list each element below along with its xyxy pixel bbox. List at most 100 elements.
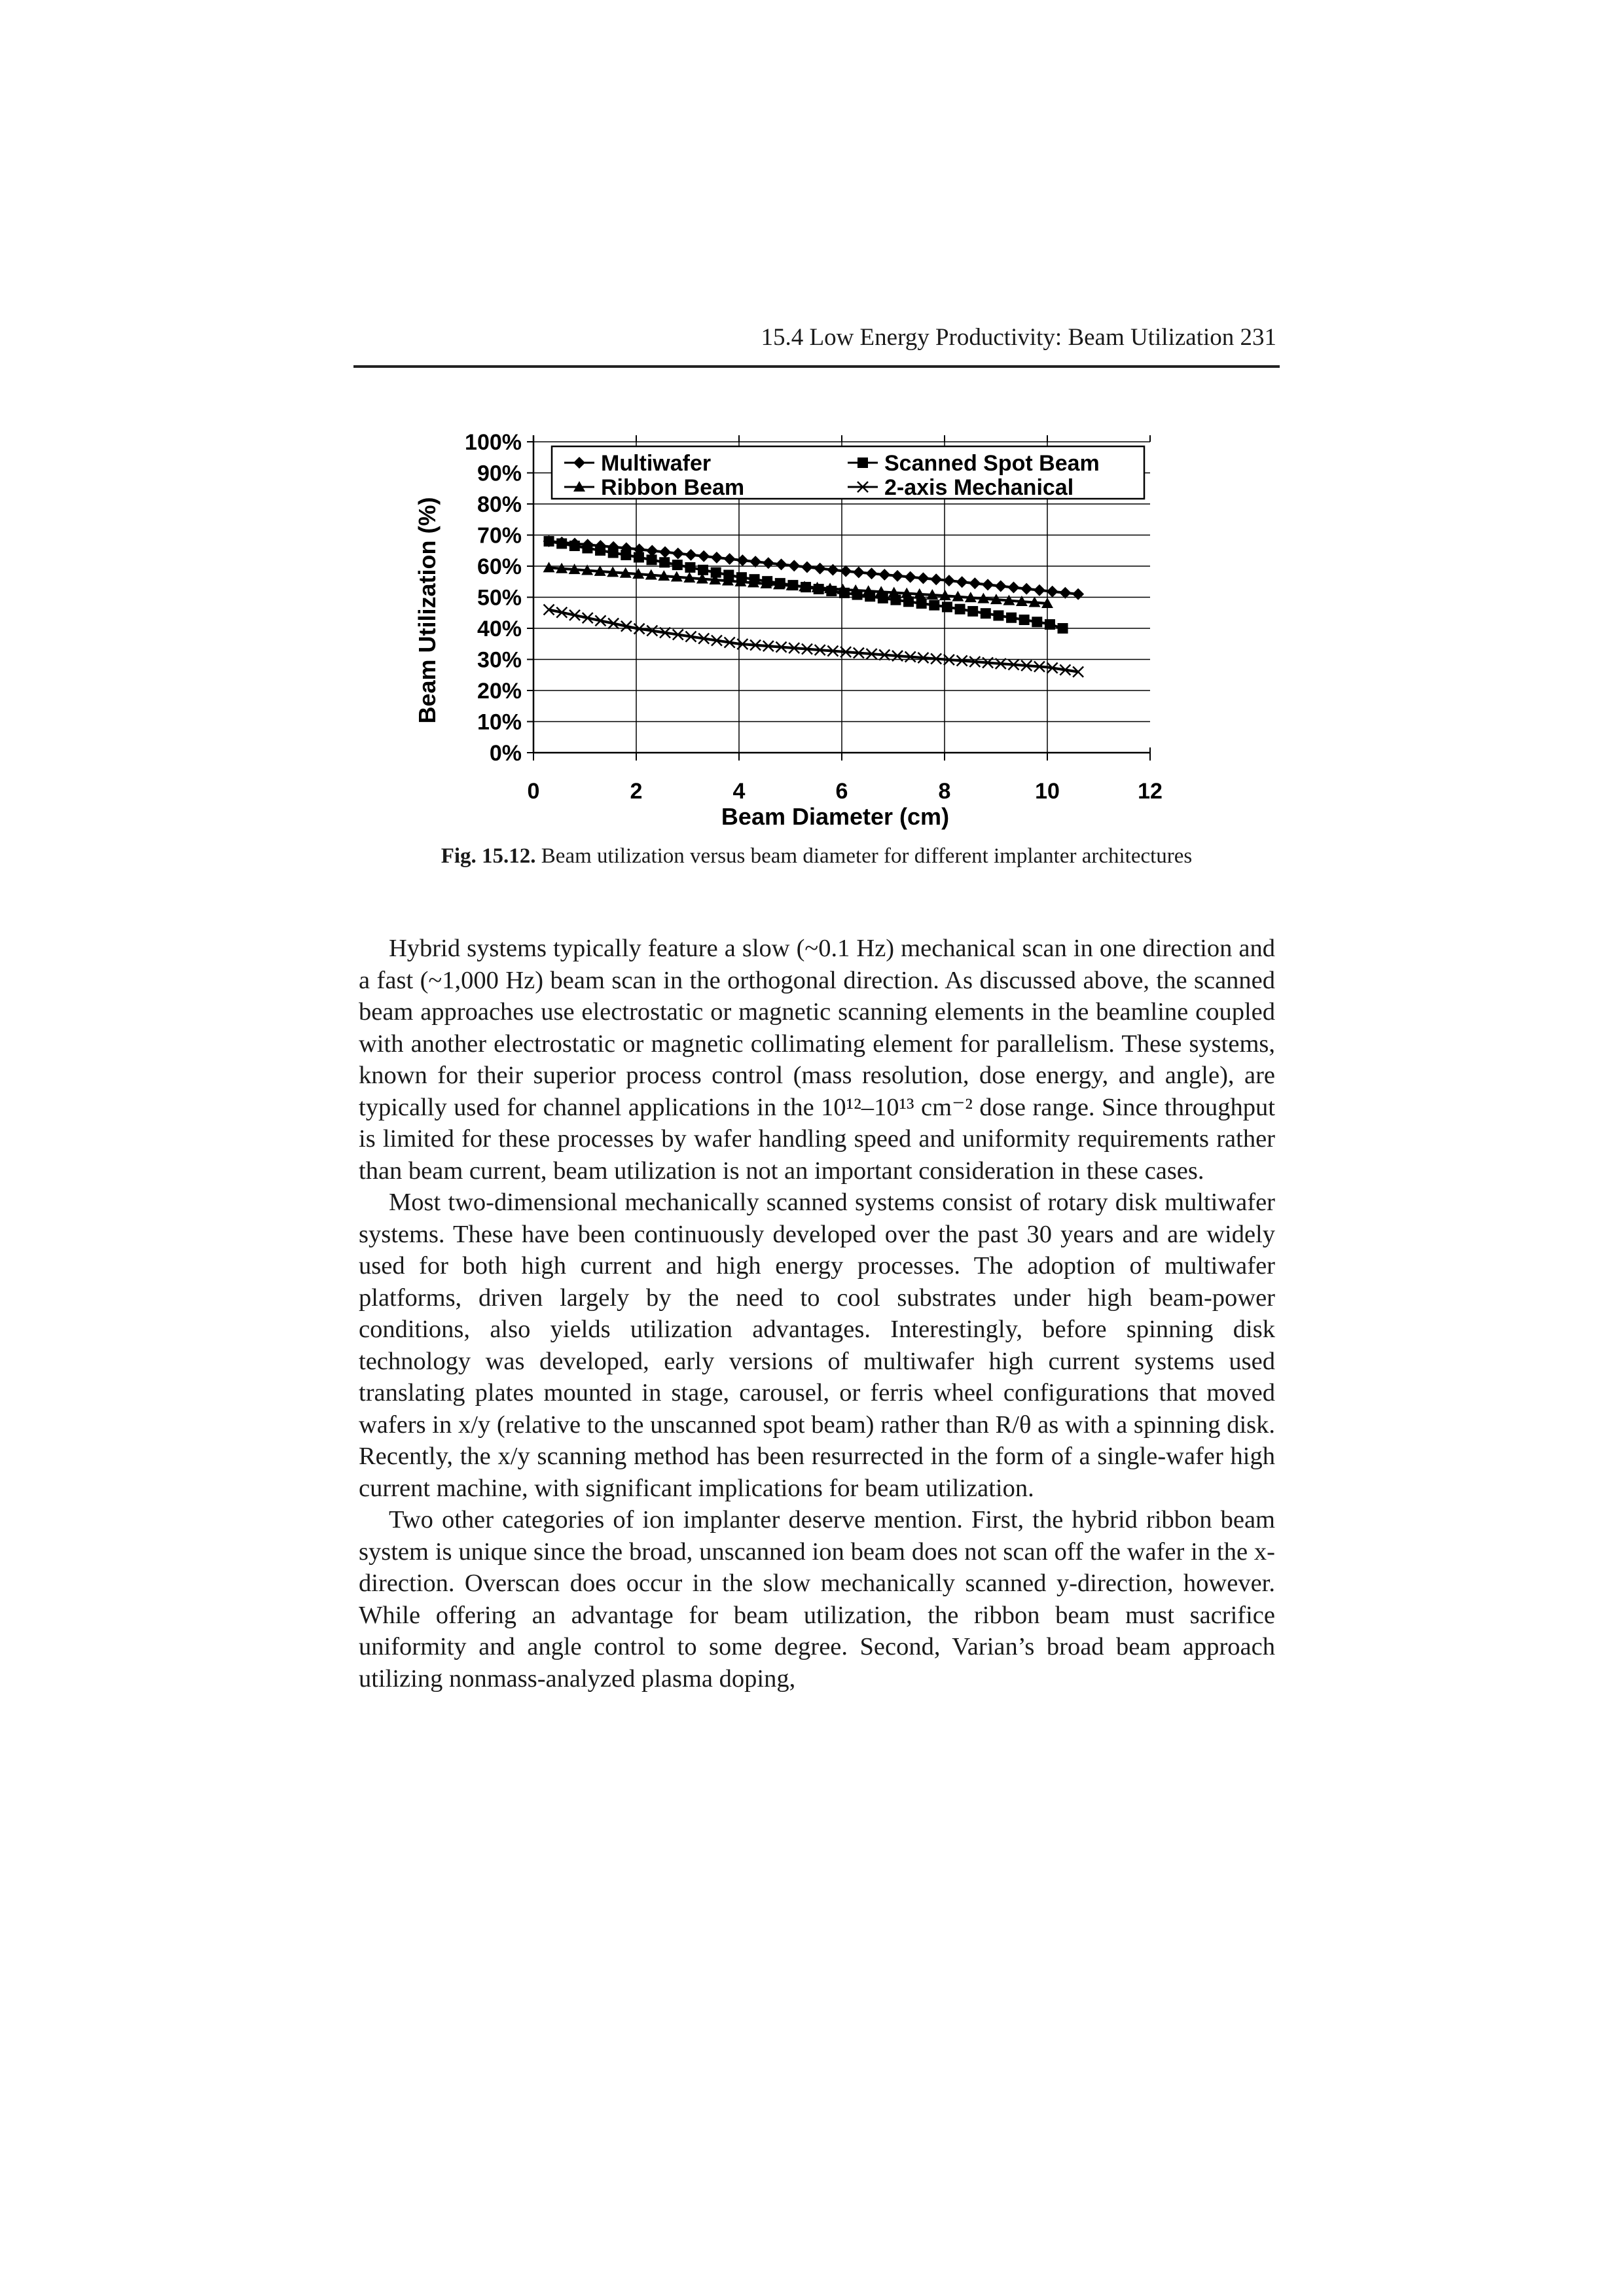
data-point <box>939 590 951 601</box>
data-point <box>814 562 826 575</box>
data-point <box>916 598 927 609</box>
legend-label: Scanned Spot Beam <box>884 451 1100 476</box>
data-point <box>672 547 684 560</box>
data-point <box>977 592 990 603</box>
data-point <box>1057 623 1068 634</box>
legend-label: Multiwafer <box>601 451 711 476</box>
legend-marker <box>573 457 585 469</box>
data-point <box>734 575 747 586</box>
data-point <box>711 634 723 647</box>
data-point <box>659 557 670 568</box>
data-point <box>607 617 620 630</box>
data-point <box>569 540 580 551</box>
y-tick-label: 40% <box>477 617 522 641</box>
data-point <box>954 603 965 615</box>
data-point <box>1020 583 1033 595</box>
data-point <box>1020 660 1033 672</box>
y-tick-label: 50% <box>477 586 522 611</box>
data-point <box>913 588 926 599</box>
data-point <box>827 645 839 657</box>
data-point <box>1072 666 1084 678</box>
header-rule <box>353 365 1280 368</box>
data-point <box>1044 619 1055 630</box>
data-point <box>685 548 697 561</box>
paragraph: Two other categories of ion implanter de… <box>359 1506 1275 1693</box>
data-point <box>710 551 723 564</box>
data-point <box>723 636 736 649</box>
data-point <box>930 653 943 665</box>
legend-box <box>550 445 1146 500</box>
legend-label: 2-axis Mechanical <box>884 475 1074 500</box>
data-point <box>607 547 619 558</box>
legend-marker <box>573 481 585 492</box>
data-point <box>904 571 916 583</box>
data-point <box>917 652 929 664</box>
data-point <box>865 648 878 660</box>
data-point <box>875 586 888 597</box>
data-point <box>840 565 852 577</box>
data-point <box>878 569 891 581</box>
data-point <box>814 644 826 656</box>
figure-caption: Fig. 15.12. Beam utilization versus beam… <box>353 844 1280 869</box>
data-point <box>850 584 862 595</box>
data-point <box>993 610 1004 621</box>
data-point <box>646 554 657 565</box>
data-point <box>760 577 772 588</box>
data-point <box>723 552 736 565</box>
data-point <box>607 566 619 577</box>
data-point <box>943 575 955 587</box>
data-point <box>941 601 952 613</box>
data-point <box>788 642 801 655</box>
data-point <box>785 579 798 590</box>
data-point <box>892 569 904 582</box>
data-point <box>645 569 657 580</box>
legend-marker <box>857 457 868 468</box>
y-tick-label: 30% <box>477 648 522 673</box>
x-tick-label: 2 <box>630 779 643 804</box>
data-point <box>1046 662 1058 674</box>
data-point <box>1006 612 1017 623</box>
data-point <box>594 565 606 576</box>
data-point <box>633 622 645 635</box>
x-tick-label: 10 <box>1035 779 1060 804</box>
paragraph: Most two-dimensional mechanically scanne… <box>359 1189 1275 1502</box>
data-point <box>903 596 914 607</box>
running-head: 15.4 Low Energy Productivity: Beam Utili… <box>761 324 1276 351</box>
data-point <box>581 612 594 624</box>
data-point <box>990 594 1002 605</box>
data-point <box>824 583 837 594</box>
data-point <box>672 560 683 571</box>
data-point <box>775 558 787 571</box>
y-tick-label: 0% <box>490 741 522 766</box>
data-point <box>1059 664 1072 676</box>
data-point <box>852 647 865 659</box>
data-point <box>1003 594 1015 605</box>
data-point <box>801 561 813 573</box>
data-point <box>952 590 964 601</box>
data-point <box>543 536 554 547</box>
data-point <box>788 560 801 572</box>
data-point <box>980 608 991 619</box>
x-tick-label: 12 <box>1138 779 1163 804</box>
data-point <box>543 603 555 616</box>
data-point <box>888 586 900 598</box>
data-point <box>556 538 568 549</box>
data-point <box>594 615 607 627</box>
data-point <box>556 606 568 619</box>
data-point <box>926 588 939 600</box>
y-tick-label: 70% <box>477 524 522 548</box>
data-point <box>1046 585 1058 598</box>
data-point <box>683 572 696 583</box>
data-point <box>646 545 659 557</box>
data-point <box>837 583 849 594</box>
data-point <box>969 656 981 668</box>
x-tick-label: 6 <box>836 779 848 804</box>
data-point <box>827 564 839 576</box>
x-tick-label: 8 <box>939 779 951 804</box>
series-line <box>549 608 1079 673</box>
data-point <box>1033 584 1045 596</box>
data-point <box>852 566 865 579</box>
data-point <box>749 639 761 651</box>
data-point <box>1007 658 1020 671</box>
data-point <box>685 562 696 573</box>
